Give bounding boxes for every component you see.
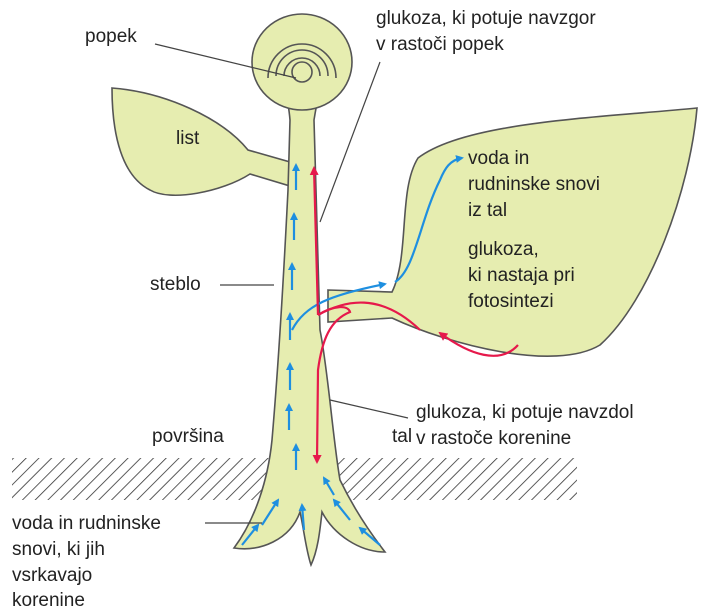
label-glucose-down-1: glukoza, ki potuje navzdol: [416, 402, 634, 423]
right-leaf: [328, 108, 697, 356]
left-leaf: [112, 88, 290, 195]
bud: [252, 14, 352, 110]
label-glucose-up-1: glukoza, ki potuje navzgor: [376, 8, 596, 29]
label-surface: površina: [152, 426, 224, 447]
label-water-leaf-1: voda in: [468, 148, 529, 169]
label-soil: tal: [392, 426, 412, 447]
label-glucose-made-1: glukoza,: [468, 239, 539, 260]
label-water-leaf-2: rudninske snovi: [468, 174, 600, 195]
label-stem: steblo: [150, 274, 201, 295]
label-roots-3: vsrkavajo: [12, 565, 92, 586]
label-bud: popek: [85, 26, 137, 47]
label-glucose-down-2: v rastoče korenine: [416, 428, 571, 449]
label-leaf: list: [176, 128, 200, 149]
label-water-leaf-3: iz tal: [468, 200, 507, 221]
label-glucose-made-2: ki nastaja pri: [468, 265, 575, 286]
label-roots-2: snovi, ki jih: [12, 539, 105, 560]
label-roots-4: korenine: [12, 590, 85, 611]
label-glucose-made-3: fotosintezi: [468, 291, 554, 312]
label-roots-1: voda in rudninske: [12, 513, 161, 534]
label-glucose-up-2: v rastoči popek: [376, 34, 504, 55]
